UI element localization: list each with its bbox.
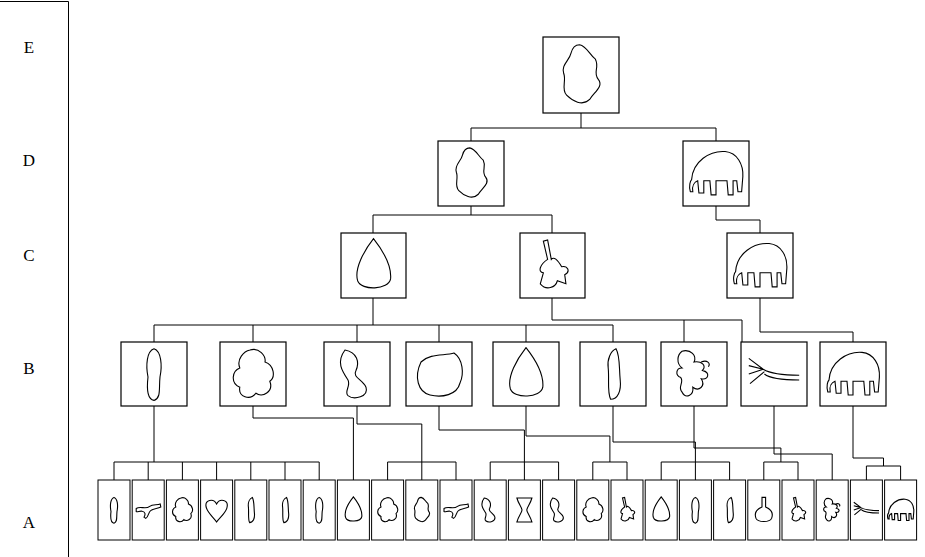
level-label: E: [24, 39, 34, 56]
level-label: C: [23, 247, 34, 264]
level-label: B: [23, 360, 34, 377]
level-label: A: [23, 514, 35, 531]
level-label: D: [23, 152, 35, 169]
